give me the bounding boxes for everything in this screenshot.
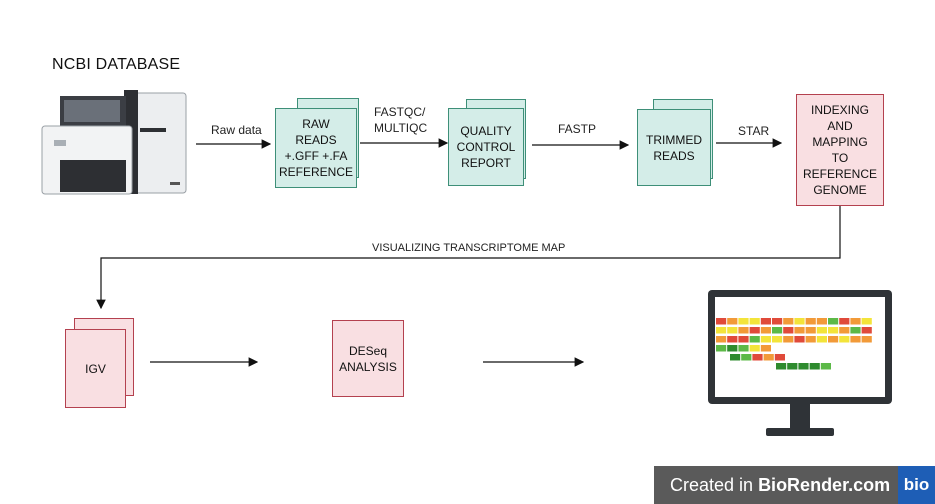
heatmap-cell bbox=[839, 327, 850, 334]
heatmap-cell bbox=[738, 336, 749, 343]
heatmap-cell bbox=[727, 318, 738, 325]
heatmap-cell bbox=[783, 318, 794, 325]
heatmap-cell bbox=[760, 345, 771, 352]
heatmap-cell bbox=[794, 336, 805, 343]
banner-text: Created in BioRender.com bbox=[654, 475, 890, 496]
sequencer-icon bbox=[41, 90, 187, 195]
heatmap-cell bbox=[861, 327, 872, 334]
heatmap-cell bbox=[749, 345, 760, 352]
heatmap-cell bbox=[741, 354, 752, 361]
heatmap-cell bbox=[861, 336, 872, 343]
banner-brand: BioRender.com bbox=[758, 474, 891, 495]
heatmap-cell bbox=[816, 318, 827, 325]
heatmap-cell bbox=[774, 354, 785, 361]
heatmap-cell bbox=[760, 327, 771, 334]
heatmap-cell bbox=[816, 327, 827, 334]
heatmap-cell bbox=[716, 327, 727, 334]
heatmap-cell bbox=[861, 318, 872, 325]
heatmap-cell bbox=[763, 354, 774, 361]
heatmap-cell bbox=[716, 345, 727, 352]
heatmap-cell bbox=[794, 318, 805, 325]
heatmap-cell bbox=[738, 318, 749, 325]
heatmap-cell bbox=[776, 363, 787, 370]
heatmap-cell bbox=[727, 345, 738, 352]
heatmap-cell bbox=[816, 336, 827, 343]
heatmap-cell bbox=[794, 327, 805, 334]
heatmap-cell bbox=[783, 327, 794, 334]
heatmap-cell bbox=[727, 336, 738, 343]
heatmap-cell bbox=[787, 363, 798, 370]
heatmap-cell bbox=[738, 327, 749, 334]
monitor-heatmap-icon bbox=[708, 290, 892, 436]
heatmap-cell bbox=[749, 318, 760, 325]
biorender-banner[interactable]: Created in BioRender.com bio bbox=[654, 466, 935, 504]
heatmap-cell bbox=[850, 336, 861, 343]
edge-label-raw-data: Raw data bbox=[211, 123, 262, 137]
heatmap-cell bbox=[772, 336, 783, 343]
heatmap-cell bbox=[716, 318, 727, 325]
heatmap-cell bbox=[828, 336, 839, 343]
heatmap-cell bbox=[805, 318, 816, 325]
heatmap-cell bbox=[850, 318, 861, 325]
trimmed-reads-node: TRIMMED READS bbox=[637, 109, 711, 186]
heatmap-cell bbox=[798, 363, 809, 370]
banner-prefix: Created in bbox=[670, 474, 759, 495]
heatmap-cell bbox=[772, 318, 783, 325]
edge-label-fastp: FASTP bbox=[558, 122, 597, 136]
edge-label-star: STAR bbox=[738, 124, 770, 138]
heatmap-cell bbox=[749, 327, 760, 334]
heatmap-cell bbox=[749, 336, 760, 343]
edge-label-fastqc: FASTQC/ MULTIQC bbox=[374, 105, 428, 135]
deseq-node: DESeq ANALYSIS bbox=[332, 320, 404, 397]
quality-control-node: QUALITY CONTROL REPORT bbox=[448, 108, 524, 186]
raw-reads-node: RAW READS +.GFF +.FA REFERENCE bbox=[275, 108, 357, 188]
heatmap-cell bbox=[772, 327, 783, 334]
edge-label-visualizing: VISUALIZING TRANSCRIPTOME MAP bbox=[372, 242, 566, 254]
igv-node: IGV bbox=[65, 329, 126, 408]
heatmap-cell bbox=[727, 327, 738, 334]
heatmap-cell bbox=[760, 318, 771, 325]
heatmap-cell bbox=[805, 327, 816, 334]
page-title: NCBI DATABASE bbox=[52, 56, 181, 73]
biorender-logo-icon: bio bbox=[898, 466, 935, 504]
heatmap-cell bbox=[716, 336, 727, 343]
heatmap-cell bbox=[850, 327, 861, 334]
heatmap-cell bbox=[760, 336, 771, 343]
indexing-mapping-node: INDEXING AND MAPPING TO REFERENCE GENOME bbox=[796, 94, 884, 206]
heatmap-cell bbox=[738, 345, 749, 352]
heatmap-cell bbox=[828, 327, 839, 334]
heatmap-cell bbox=[752, 354, 763, 361]
heatmap-cell bbox=[809, 363, 820, 370]
heatmap-cell bbox=[839, 318, 850, 325]
heatmap-cell bbox=[805, 336, 816, 343]
heatmap-cell bbox=[839, 336, 850, 343]
heatmap-cell bbox=[828, 318, 839, 325]
heatmap-cell bbox=[820, 363, 831, 370]
heatmap-cell bbox=[730, 354, 741, 361]
heatmap-cell bbox=[783, 336, 794, 343]
